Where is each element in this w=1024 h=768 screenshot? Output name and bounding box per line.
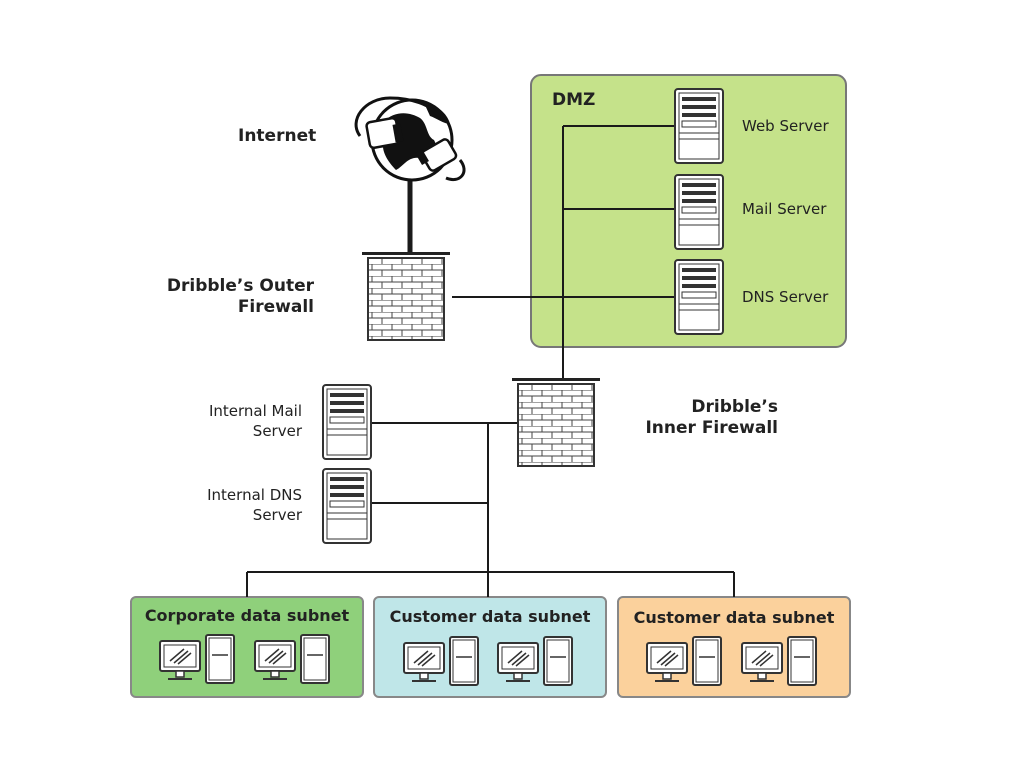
- mail-server-icon: [674, 174, 724, 250]
- internal-mail-server-icon: [322, 384, 372, 460]
- internal-dns-server-label: Internal DNS Server: [207, 486, 302, 524]
- inner-firewall-label: Dribble’s Inner Firewall: [645, 397, 778, 438]
- internal-mail-server-label: Internal Mail Server: [208, 402, 302, 440]
- dns-server-label: DNS Server: [742, 288, 829, 306]
- mail-server-label: Mail Server: [742, 200, 827, 218]
- dmz-label: DMZ: [552, 90, 596, 110]
- subnet-title-corporate: Corporate data subnet: [144, 606, 350, 625]
- plug-icon: [365, 116, 458, 172]
- outer-firewall-label: Dribble’s Outer Firewall: [166, 276, 314, 317]
- outer-firewall-icon: [361, 251, 451, 341]
- subnet-title-customer-1: Customer data subnet: [389, 607, 591, 626]
- internet-label: Internet: [238, 126, 317, 146]
- inner-firewall-icon: [511, 377, 601, 467]
- web-server-label: Web Server: [742, 117, 829, 135]
- connection-lines: [246, 125, 735, 597]
- subnet-title-customer-2: Customer data subnet: [633, 608, 835, 627]
- internal-dns-server-icon: [322, 468, 372, 544]
- dns-server-icon: [674, 259, 724, 335]
- web-server-icon: [674, 88, 724, 164]
